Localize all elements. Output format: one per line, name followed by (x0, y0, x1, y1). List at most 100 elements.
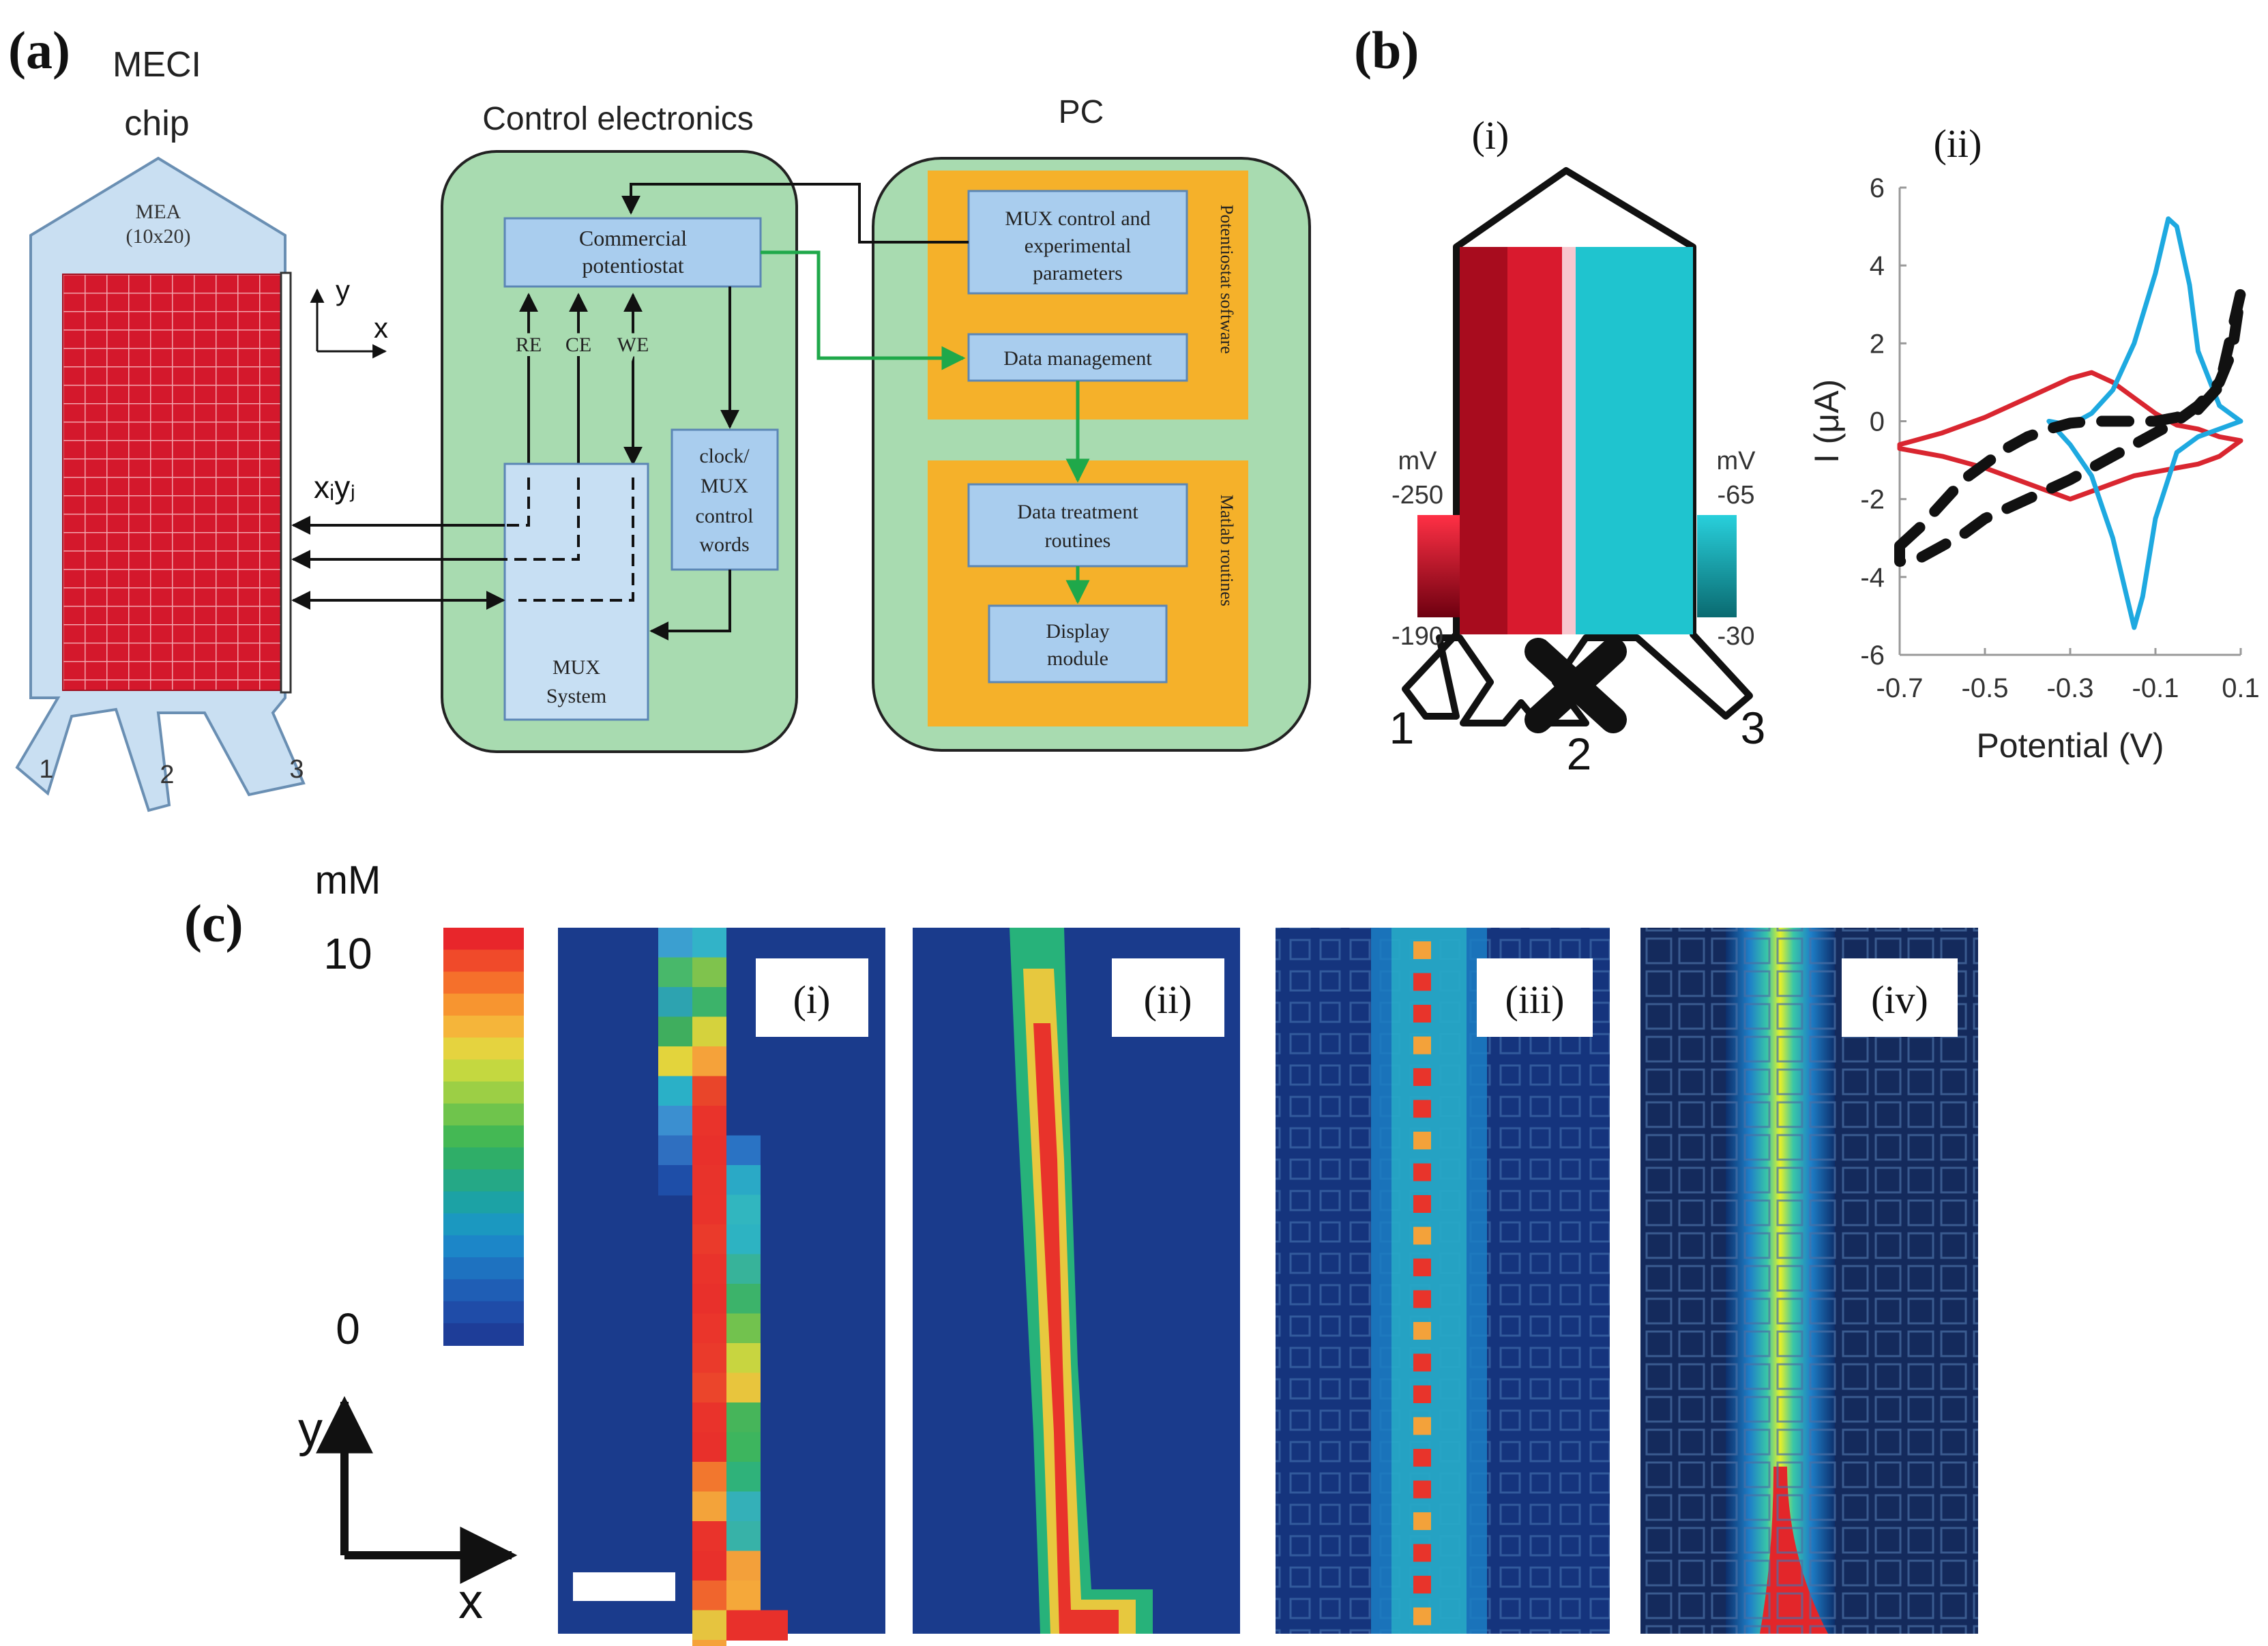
map-iii-dot (1413, 1544, 1431, 1562)
panel-c-label: (c) (184, 894, 244, 953)
map-i-cell (692, 1135, 726, 1166)
mux-system-box (503, 462, 649, 721)
display-module-box (988, 604, 1168, 684)
map-i-cell (658, 1165, 692, 1196)
display-line2: module (1047, 647, 1108, 670)
colorbar-unit: mM (315, 858, 381, 902)
colorbar-step (443, 1103, 524, 1126)
map-iii-dot (1413, 1417, 1431, 1435)
display-line1: Display (1046, 620, 1109, 643)
data-management-box (967, 333, 1188, 382)
map-i-cell (692, 1165, 726, 1196)
map-iii-dot (1413, 1322, 1431, 1340)
map-i-cell (692, 1016, 726, 1047)
map-i-cells (658, 928, 788, 1646)
map-i-label-box (756, 958, 868, 1037)
cv-y-tick-label: -2 (1860, 485, 1885, 515)
cv-x-axis-title: Potential (V) (1976, 726, 2164, 765)
map-i-cell (726, 1432, 761, 1463)
mea-label-line1: MEA (136, 201, 181, 223)
chip-title-line2: chip (124, 104, 189, 143)
potentiostat-line2: potentiostat (582, 253, 683, 278)
map-iii-dot (1413, 1100, 1431, 1118)
map-iii-label: (iii) (1505, 978, 1565, 1022)
colorbar-step (443, 1191, 524, 1214)
clock-to-mux (649, 570, 731, 641)
map-i-cell (726, 1284, 761, 1314)
map-i-cell (726, 1521, 761, 1552)
colorbar-step (443, 993, 524, 1016)
map-ii-band (1010, 928, 1153, 1634)
cv-y-tick-label: 2 (1870, 329, 1885, 359)
chip-side-bar (280, 271, 292, 694)
data-treatment-box (967, 483, 1188, 568)
band-core (1033, 1023, 1119, 1634)
map-i-cell (726, 1254, 761, 1284)
panel-b-label: (b) (1354, 20, 1419, 80)
right-scale-bottom: -30 (1718, 622, 1755, 651)
map-iii-dot (1413, 1290, 1431, 1308)
panel-c: (c) mM 10 0 y x (i) (ii) (iii) (iv (184, 858, 1978, 1646)
map-ii-label: (ii) (1144, 978, 1192, 1022)
map-i-cell (761, 1610, 788, 1641)
data-management-label: Data management (1003, 347, 1152, 370)
map-iii-dot (1413, 1607, 1431, 1626)
device-port-1: 1 (1389, 703, 1415, 753)
electrode-ce: CE (565, 334, 591, 356)
map-iv-label: (iv) (1871, 978, 1928, 1022)
cv-series-0 (1897, 370, 2243, 502)
map-iii-dot (1413, 1449, 1431, 1467)
map-i-cell (692, 1551, 726, 1581)
map-iii-dot (1413, 1259, 1431, 1276)
map-iii-dot (1413, 1576, 1431, 1593)
chip-title-line1: MECI (113, 45, 201, 85)
mux-dashed-paths (505, 477, 634, 602)
cv-y-tick-label: -4 (1860, 563, 1885, 593)
cv-x-tick-label: -0.5 (1962, 673, 2009, 703)
colorbar-step (443, 1125, 524, 1149)
map-i-cell (726, 1224, 761, 1255)
matlab-routines-label: Matlab routines (1217, 495, 1237, 606)
map-iii-dot (1413, 1480, 1431, 1499)
data-treatment-line2: routines (1045, 529, 1111, 552)
device-port-3: 3 (1741, 703, 1766, 753)
clock-line2: MUX (701, 475, 748, 497)
map-i-cell (726, 1610, 761, 1641)
cv-y-axis-title: I (μA) (1808, 379, 1846, 463)
map-i-cell (692, 1521, 726, 1552)
map-iii-dot (1413, 1353, 1431, 1372)
map-iii-dot (1413, 941, 1431, 959)
colorbar-step (443, 1147, 524, 1171)
map-iii-dot (1413, 1163, 1431, 1181)
right-scale-bar (1697, 515, 1737, 617)
blocked-port-cross (1525, 638, 1627, 733)
electrode-re: RE (516, 334, 542, 356)
electrode-we: WE (617, 334, 649, 356)
map-i-label: (i) (793, 978, 831, 1022)
colorbar-step (443, 1169, 524, 1192)
clock-mux-box (671, 428, 779, 571)
map-i-cell (726, 1372, 761, 1403)
map-i-cell (692, 987, 726, 1018)
colorbar-step (443, 1323, 524, 1346)
map-i-cell (692, 928, 726, 958)
pc-title: PC (1059, 94, 1104, 130)
map-i-cell (726, 1313, 761, 1344)
map-i-cell (692, 1432, 726, 1463)
map-i-cell (692, 1491, 726, 1522)
xy-signal-label: xᵢyⱼ (314, 469, 355, 505)
map-iii-dot (1413, 973, 1431, 991)
map-i-cell (692, 1343, 726, 1374)
panel-a-label: (a) (8, 20, 70, 80)
cv-x-tick-label: -0.1 (2132, 673, 2179, 703)
left-scale-top: -250 (1391, 481, 1443, 510)
map-iii-dot (1413, 1195, 1431, 1213)
cv-series-2 (1894, 287, 2246, 567)
mux-control-line3: parameters (1033, 262, 1123, 284)
mux-control-line1: MUX control and (1005, 207, 1150, 230)
potentiostat-line1: Commercial (579, 226, 687, 250)
map-i-cell (692, 1046, 726, 1077)
map-i-cell (692, 1402, 726, 1433)
